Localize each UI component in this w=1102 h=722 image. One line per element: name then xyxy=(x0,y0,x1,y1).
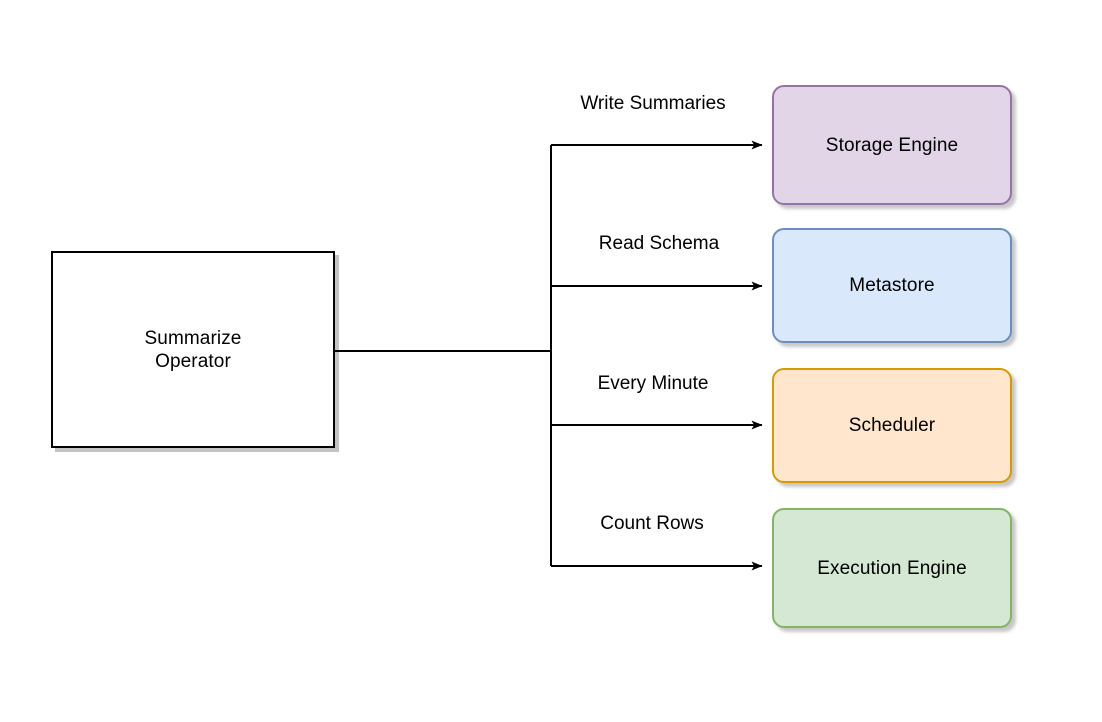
node-execution-engine-label: Execution Engine xyxy=(817,557,967,579)
edge-label-every-minute: Every Minute xyxy=(597,373,709,394)
edge-label-count-rows: Count Rows xyxy=(600,513,704,534)
node-metastore-label: Metastore xyxy=(849,275,935,296)
edge-label-write-summaries: Write Summaries xyxy=(580,93,726,114)
node-scheduler[interactable]: Scheduler xyxy=(772,368,1012,483)
node-execution-engine[interactable]: Execution Engine xyxy=(772,508,1012,628)
node-summarize-operator-label: Summarize Operator xyxy=(144,327,242,372)
node-scheduler-label: Scheduler xyxy=(848,415,936,436)
node-storage-engine[interactable]: Storage Engine xyxy=(772,85,1012,205)
node-storage-engine-label: Storage Engine xyxy=(825,134,959,156)
node-summarize-operator[interactable]: Summarize Operator xyxy=(51,251,335,448)
node-metastore[interactable]: Metastore xyxy=(772,228,1012,343)
edge-label-read-schema: Read Schema xyxy=(598,233,720,254)
